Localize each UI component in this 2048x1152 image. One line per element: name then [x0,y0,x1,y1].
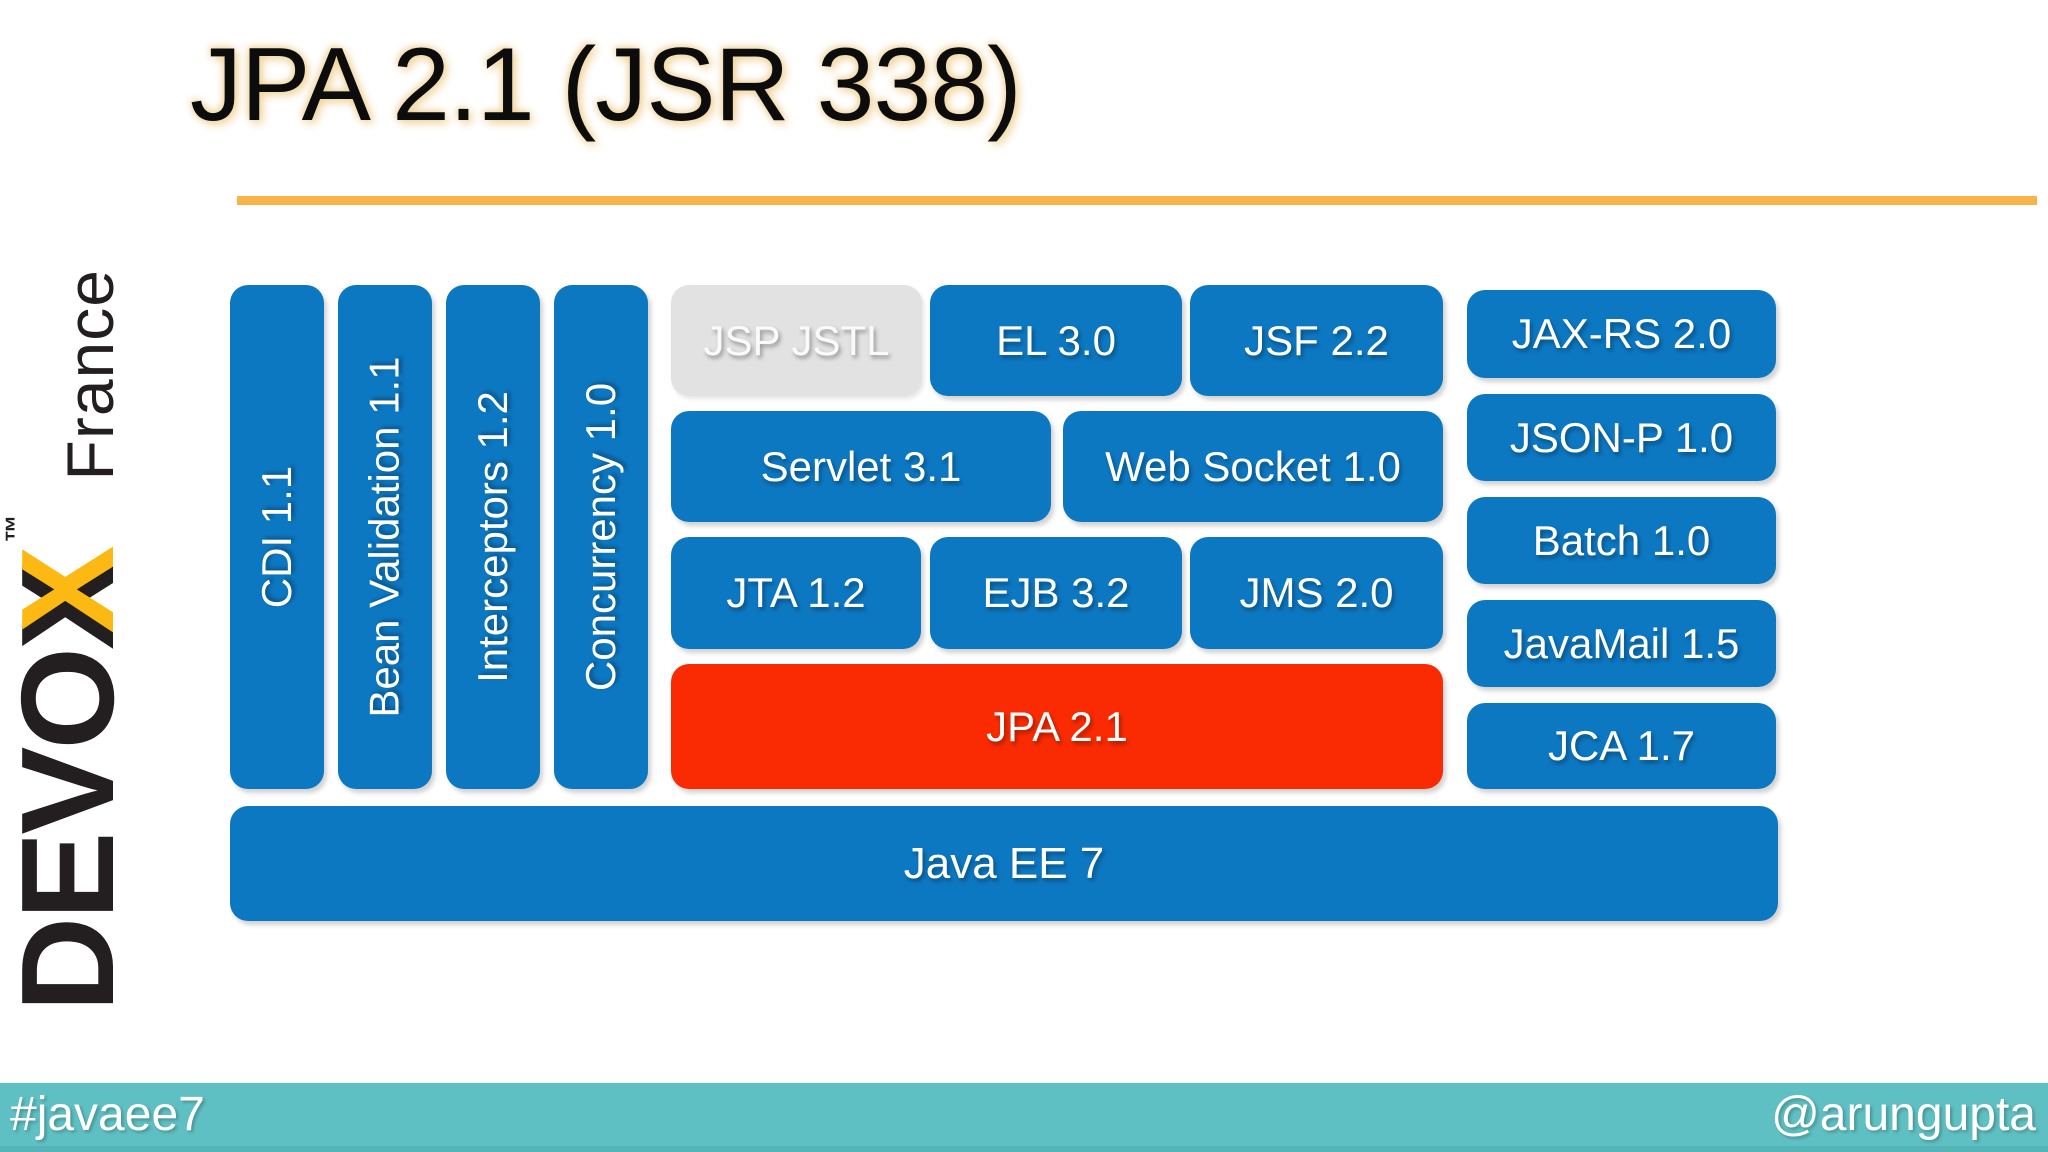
logo-x-yellow: X [0,548,141,634]
block-javamail: JavaMail 1.5 [1467,600,1776,687]
block-batch: Batch 1.0 [1467,497,1776,584]
logo-region: France [53,269,127,481]
block-jca: JCA 1.7 [1467,703,1776,789]
footer-bar: #javaee7 @arungupta [0,1083,2048,1152]
block-bean-validation: Bean Validation 1.1 [338,285,432,789]
block-bean-validation-label: Bean Validation 1.1 [361,356,409,718]
block-ejb: EJB 3.2 [930,537,1182,649]
block-cdi: CDI 1.1 [230,285,324,789]
slide-title: JPA 2.1 (JSR 338) [190,27,1022,143]
block-el: EL 3.0 [930,285,1182,396]
block-jpa-highlight: JPA 2.1 [671,664,1443,789]
block-cdi-label: CDI 1.1 [253,465,301,609]
block-jsf: JSF 2.2 [1190,285,1443,396]
logo-trademark: ™ [0,514,31,543]
block-concurrency: Concurrency 1.0 [554,285,648,789]
block-jms: JMS 2.0 [1190,537,1443,649]
block-servlet: Servlet 3.1 [671,411,1051,522]
title-underline [237,196,2037,205]
block-jta: JTA 1.2 [671,537,921,649]
block-jsonp: JSON-P 1.0 [1467,394,1776,481]
block-jsp-jstl: JSP JSTL [671,285,922,396]
footer-twitter-handle: @arungupta [1771,1088,2036,1141]
block-javaee7-base: Java EE 7 [230,806,1778,921]
block-websocket: Web Socket 1.0 [1063,411,1443,522]
block-interceptors: Interceptors 1.2 [446,285,540,789]
block-interceptors-label: Interceptors 1.2 [469,391,517,683]
logo-brand-prefix: DEVO [0,649,141,1012]
block-concurrency-label: Concurrency 1.0 [577,382,624,692]
footer-hashtag: #javaee7 [10,1088,205,1141]
devoxx-france-logo: DEVOXX™France [0,269,141,1012]
block-jaxrs: JAX-RS 2.0 [1467,290,1776,378]
